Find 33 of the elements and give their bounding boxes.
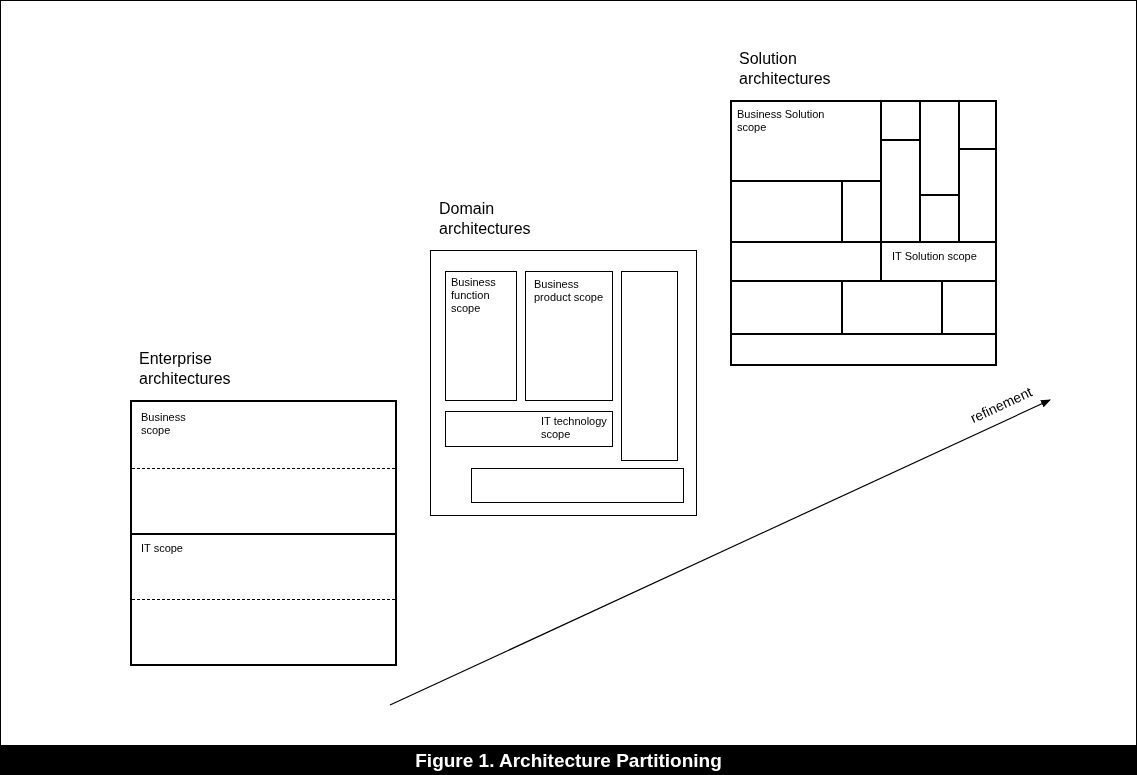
grid-cell [959,149,996,242]
grid-cell [731,242,881,281]
grid-cell [471,468,684,503]
grid-cell [959,101,996,149]
grid-cell [731,281,842,334]
scope-box [131,401,396,534]
scope-label: IT technology scope [541,415,608,441]
grid-cell [920,195,959,242]
scope-box [881,242,996,281]
grid-cell [731,181,842,242]
grid-cell [881,140,920,242]
grid-cell [842,281,942,334]
panel-heading: Enterprise architectures [139,349,232,389]
grid-cell [920,101,959,195]
grid-cell [942,281,996,334]
panel-heading: Domain architectures [439,199,532,239]
scope-box [525,271,613,401]
scope-box [445,271,517,401]
scope-label: Business Solution scope [737,108,826,134]
grid-cell [842,181,881,242]
scope-label: Business product scope [534,278,605,304]
grid-cell [731,334,996,365]
scope-label: Business function scope [451,276,497,315]
scope-label: IT scope [141,542,184,555]
scope-box [131,534,396,665]
scope-box [445,411,613,447]
figure-caption: Figure 1. Architecture Partitioning [415,749,722,772]
scope-label: IT Solution scope [892,250,978,263]
grid-cell [621,271,678,461]
scope-label: Business scope [141,411,187,437]
scope-box [731,101,881,181]
panel-heading: Solution architectures [739,49,832,89]
grid-cell [881,101,920,140]
